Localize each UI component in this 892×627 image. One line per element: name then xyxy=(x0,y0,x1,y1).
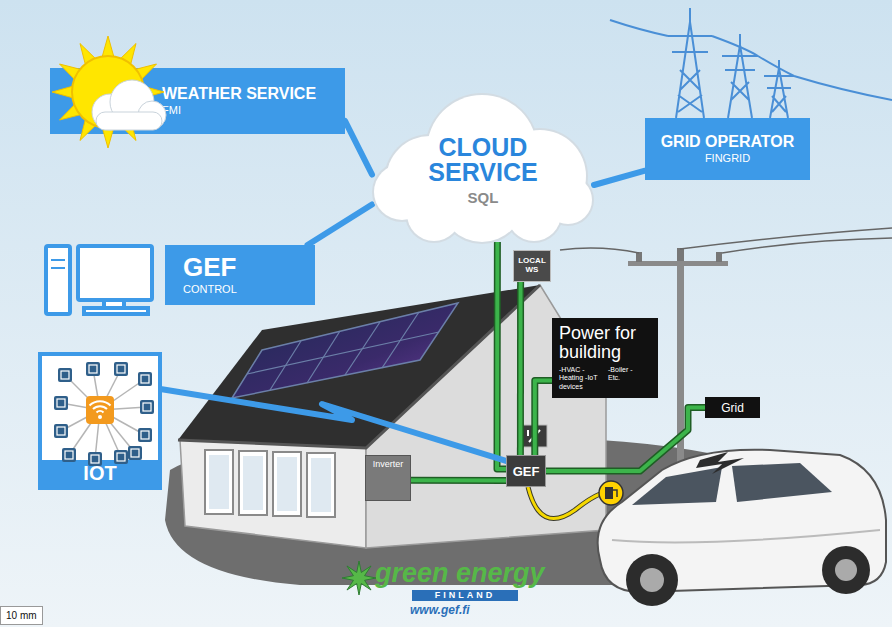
website-url: www.gef.fi xyxy=(410,603,470,617)
pylons xyxy=(610,8,892,118)
control-title: GEF xyxy=(183,253,236,282)
cable-outline xyxy=(497,242,506,469)
power-box: Power for building -HVAC -Heating -IoT de… xyxy=(552,318,658,398)
list-row: -HVAC -Heating -IoT devices-Boiler -Etc. xyxy=(559,366,651,391)
cable-outline xyxy=(546,408,705,472)
load-list: -HVAC -Heating -IoT devices xyxy=(559,366,603,391)
grid-label: Grid xyxy=(721,401,744,415)
operator-title: GRID OPERATOR xyxy=(661,132,795,151)
service-name: FMI xyxy=(162,103,181,118)
inverter-box: Inverter xyxy=(365,455,411,501)
charging-cable xyxy=(528,487,600,519)
operator-name: FINGRID xyxy=(705,151,750,166)
iot-panel: IOT xyxy=(38,352,162,490)
control-banner: GEFCONTROL xyxy=(165,245,315,305)
cable-outline xyxy=(535,380,552,455)
service-title: WEATHER SERVICE xyxy=(162,84,316,103)
cloud-title: CLOUD SERVICE xyxy=(413,135,553,186)
logo-country: FINLAND xyxy=(412,590,518,601)
cloud-subtitle: SQL xyxy=(468,189,499,206)
power-cable xyxy=(535,380,552,455)
cloud-shape: CLOUD SERVICE SQL xyxy=(372,92,594,242)
charging-cable-outline xyxy=(528,487,600,519)
cloud-rim xyxy=(372,93,594,244)
cable-outline xyxy=(517,282,524,455)
cloud-puff xyxy=(407,187,461,241)
power-cable xyxy=(411,478,506,482)
scale-note: 10 mm xyxy=(0,606,43,625)
house xyxy=(178,285,606,548)
local-ws-box: LOCAL WS xyxy=(513,250,551,282)
data-link xyxy=(308,205,373,246)
weather-banner: WEATHER SERVICEFMI xyxy=(50,68,345,134)
iot-title: IOT xyxy=(42,460,158,486)
box-heading: Power for building xyxy=(559,324,651,362)
logo-leaf xyxy=(342,561,376,595)
grid-operator-banner: GRID OPERATORFINGRID xyxy=(645,118,810,180)
cloud-fill xyxy=(374,95,592,242)
cloud-puff xyxy=(507,187,561,241)
logo-wordmark: green energy xyxy=(375,558,545,589)
sun-ray xyxy=(121,44,136,65)
data-link xyxy=(345,121,372,175)
data-link xyxy=(594,171,645,185)
data-link xyxy=(162,389,506,461)
sun-ray xyxy=(80,44,95,65)
cable-outline xyxy=(411,477,506,484)
sun-ray xyxy=(102,36,113,56)
power-cable xyxy=(497,242,506,469)
box-label: LOCAL WS xyxy=(516,257,548,275)
computer-icon xyxy=(46,246,152,314)
load-list: -Boiler -Etc. xyxy=(608,366,638,391)
device-label: GEF xyxy=(513,464,540,479)
gef-device: GEF xyxy=(506,455,546,487)
power-cable xyxy=(518,282,522,455)
device-label: Inverter xyxy=(373,459,404,469)
logo-symbol xyxy=(342,561,376,595)
power-cable xyxy=(546,408,705,472)
grid-tag: Grid xyxy=(705,397,760,418)
control-subtitle: CONTROL xyxy=(183,282,237,297)
